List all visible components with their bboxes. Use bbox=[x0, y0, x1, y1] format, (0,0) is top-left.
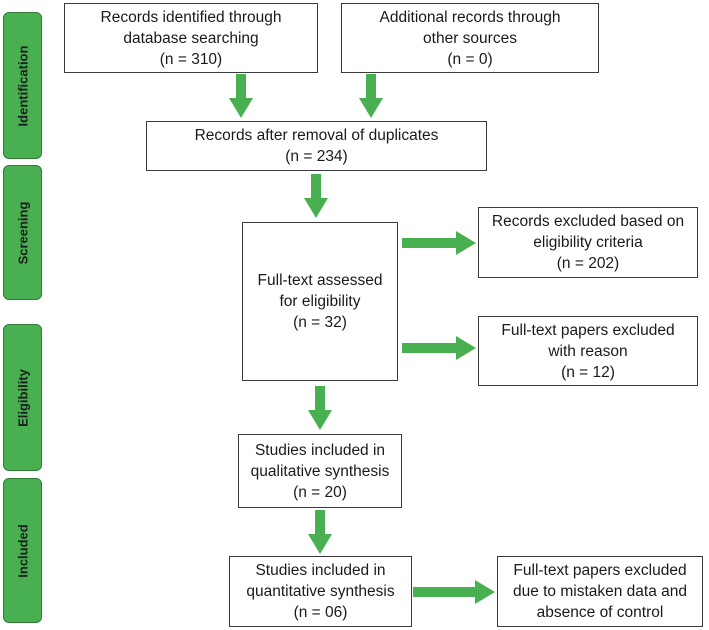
qualitative-line2: qualitative synthesis bbox=[250, 462, 390, 480]
records-database-line2: database searching bbox=[123, 29, 259, 47]
phase-identification-label: Identification bbox=[15, 45, 30, 126]
phase-eligibility: Eligibility bbox=[3, 324, 42, 471]
phase-screening-label: Screening bbox=[15, 201, 30, 264]
after-duplicates-count: (n = 234) bbox=[285, 148, 348, 165]
records-excluded-criteria-box: Records excluded based on eligibility cr… bbox=[478, 207, 698, 278]
right-arrow-icon bbox=[402, 231, 476, 255]
fulltext-assessed-count: (n = 32) bbox=[293, 314, 347, 331]
excluded-reason-line2: with reason bbox=[548, 342, 628, 360]
phase-screening: Screening bbox=[3, 165, 42, 300]
quantitative-count: (n = 06) bbox=[293, 604, 348, 621]
phase-identification: Identification bbox=[3, 12, 42, 159]
excluded-mistaken-line3: absence of control bbox=[536, 604, 664, 621]
right-arrow-icon bbox=[402, 336, 476, 360]
fulltext-excluded-reason-box: Full-text papers excluded with reason (n… bbox=[478, 316, 698, 386]
right-arrow-icon bbox=[413, 580, 495, 604]
down-arrow-icon bbox=[229, 74, 253, 118]
records-other-count: (n = 0) bbox=[447, 50, 493, 68]
phase-included-label: Included bbox=[15, 523, 30, 578]
quantitative-line1: Studies included in bbox=[255, 562, 386, 579]
after-duplicates-line1: Records after removal of duplicates bbox=[194, 127, 439, 144]
excluded-criteria-line1: Records excluded based on bbox=[491, 213, 685, 230]
excluded-criteria-count: (n = 202) bbox=[556, 255, 620, 272]
excluded-criteria-line2: eligibility criteria bbox=[533, 234, 643, 251]
records-after-duplicates-box: Records after removal of duplicates (n =… bbox=[146, 121, 487, 171]
fulltext-assessed-box: Full-text assessed for eligibility (n = … bbox=[242, 222, 398, 381]
quantitative-synthesis-box: Studies included in quantitative synthes… bbox=[229, 556, 412, 627]
down-arrow-icon bbox=[304, 174, 328, 218]
records-database-count: (n = 310) bbox=[159, 50, 223, 68]
phase-included: Included bbox=[3, 478, 42, 623]
qualitative-count: (n = 20) bbox=[293, 483, 347, 501]
qualitative-line1: Studies included in bbox=[254, 441, 386, 459]
excluded-reason-count: (n = 12) bbox=[561, 363, 615, 381]
excluded-mistaken-line1: Full-text papers excluded bbox=[513, 562, 687, 579]
down-arrow-icon bbox=[359, 74, 383, 118]
qualitative-synthesis-box: Studies included in qualitative synthesi… bbox=[238, 434, 402, 508]
records-database-line1: Records identified through bbox=[100, 8, 282, 26]
excluded-reason-line1: Full-text papers excluded bbox=[501, 321, 675, 339]
fulltext-assessed-line2: for eligibility bbox=[279, 293, 361, 310]
fulltext-assessed-line1: Full-text assessed bbox=[257, 272, 383, 289]
phase-eligibility-label: Eligibility bbox=[15, 368, 30, 427]
records-other-line1: Additional records through bbox=[379, 8, 561, 26]
excluded-mistaken-line2: due to mistaken data and bbox=[512, 583, 688, 600]
fulltext-excluded-mistaken-box: Full-text papers excluded due to mistake… bbox=[497, 556, 703, 627]
records-database-box: Records identified through database sear… bbox=[64, 3, 318, 73]
down-arrow-icon bbox=[308, 386, 332, 430]
records-other-sources-box: Additional records through other sources… bbox=[341, 3, 599, 73]
down-arrow-icon bbox=[308, 510, 332, 554]
records-other-line2: other sources bbox=[423, 29, 517, 47]
quantitative-line2: quantitative synthesis bbox=[246, 583, 395, 600]
